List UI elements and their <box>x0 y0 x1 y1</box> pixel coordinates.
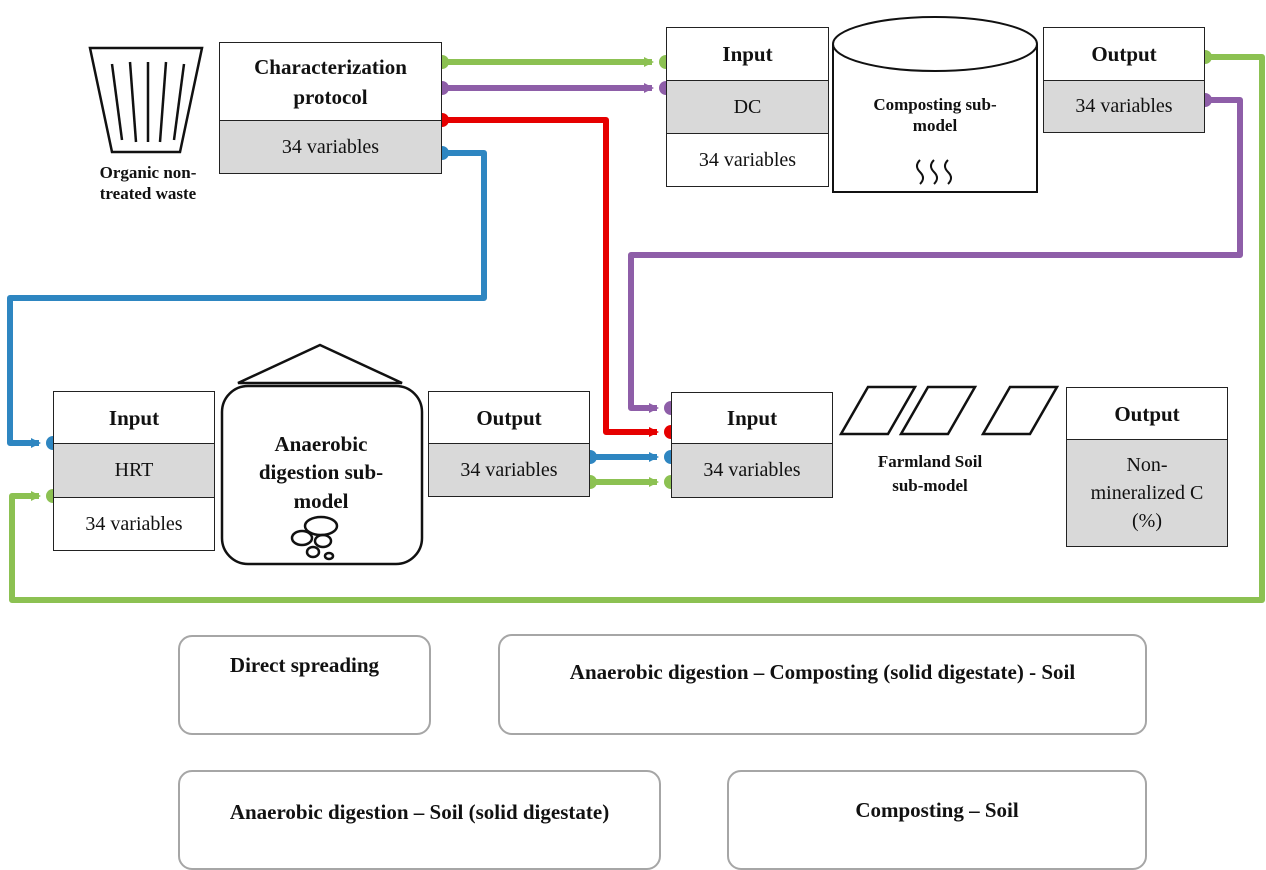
ad-output-title: Output <box>476 405 542 430</box>
legend-ad-soil-label: Anaerobic digestion – Soil (solid digest… <box>229 800 610 824</box>
composting-submodel-label: Composting sub-model <box>873 95 997 136</box>
legend-compost-soil-label: Composting – Soil <box>855 798 1019 822</box>
characterization-title: Characterization protocol <box>254 54 407 109</box>
digester-icon <box>220 343 424 566</box>
ad-input-variables: 34 variables <box>85 512 183 535</box>
soil-input-variables: 34 variables <box>672 443 832 497</box>
characterization-protocol-box: Characterization protocol 34 variables <box>219 42 442 174</box>
composting-input-box: Input DC 34 variables <box>666 27 829 187</box>
composting-output-box: Output 34 variables <box>1043 27 1205 133</box>
ad-input-box: Input HRT 34 variables <box>53 391 215 551</box>
connector-red-direct-spreading <box>442 117 659 437</box>
heat-waves-icon <box>916 159 952 185</box>
soil-output-value: Non-mineralized C (%) <box>1067 439 1227 546</box>
composting-output-title: Output <box>1091 42 1157 66</box>
legend-ad-compost-soil: Anaerobic digestion – Composting (solid … <box>498 634 1147 735</box>
composting-input-title: Input <box>722 42 773 66</box>
legend-ad-compost-soil-label: Anaerobic digestion – Composting (solid … <box>569 660 1076 684</box>
legend-ad-soil: Anaerobic digestion – Soil (solid digest… <box>178 770 661 870</box>
farmland-plots-icon <box>838 385 1060 436</box>
soil-input-box: Input 34 variables <box>671 392 833 498</box>
legend-direct-spreading: Direct spreading <box>178 635 431 735</box>
composting-input-variables: 34 variables <box>698 148 797 171</box>
connector-green-loop <box>9 54 1265 603</box>
soil-submodel-label: Farmland Soil sub-model <box>877 452 983 495</box>
characterization-variables: 34 variables <box>220 120 441 173</box>
legend-compost-soil: Composting – Soil <box>727 770 1147 870</box>
anaerobic-submodel-label: Anaerobic digestion sub-model <box>258 432 384 513</box>
ad-output-box: Output 34 variables <box>428 391 590 497</box>
soil-output-title: Output <box>1114 401 1180 426</box>
ad-output-variables: 34 variables <box>429 443 589 496</box>
waste-bin-icon <box>88 46 204 154</box>
connector-purple-compost-to-soil <box>628 97 1243 413</box>
legend-direct-label: Direct spreading <box>229 653 380 677</box>
connector-blue-char-to-ad <box>7 150 487 448</box>
bubbles-icon <box>290 515 339 561</box>
waste-label: Organic non-treated waste <box>99 163 197 204</box>
soil-input-title: Input <box>726 406 778 430</box>
composting-output-variables: 34 variables <box>1044 80 1204 132</box>
ad-input-title: Input <box>108 405 160 430</box>
soil-output-box: Output Non-mineralized C (%) <box>1066 387 1228 547</box>
composting-input-param: DC <box>667 80 828 134</box>
compost-pile-icon <box>832 16 1038 193</box>
ad-input-param: HRT <box>54 443 214 498</box>
